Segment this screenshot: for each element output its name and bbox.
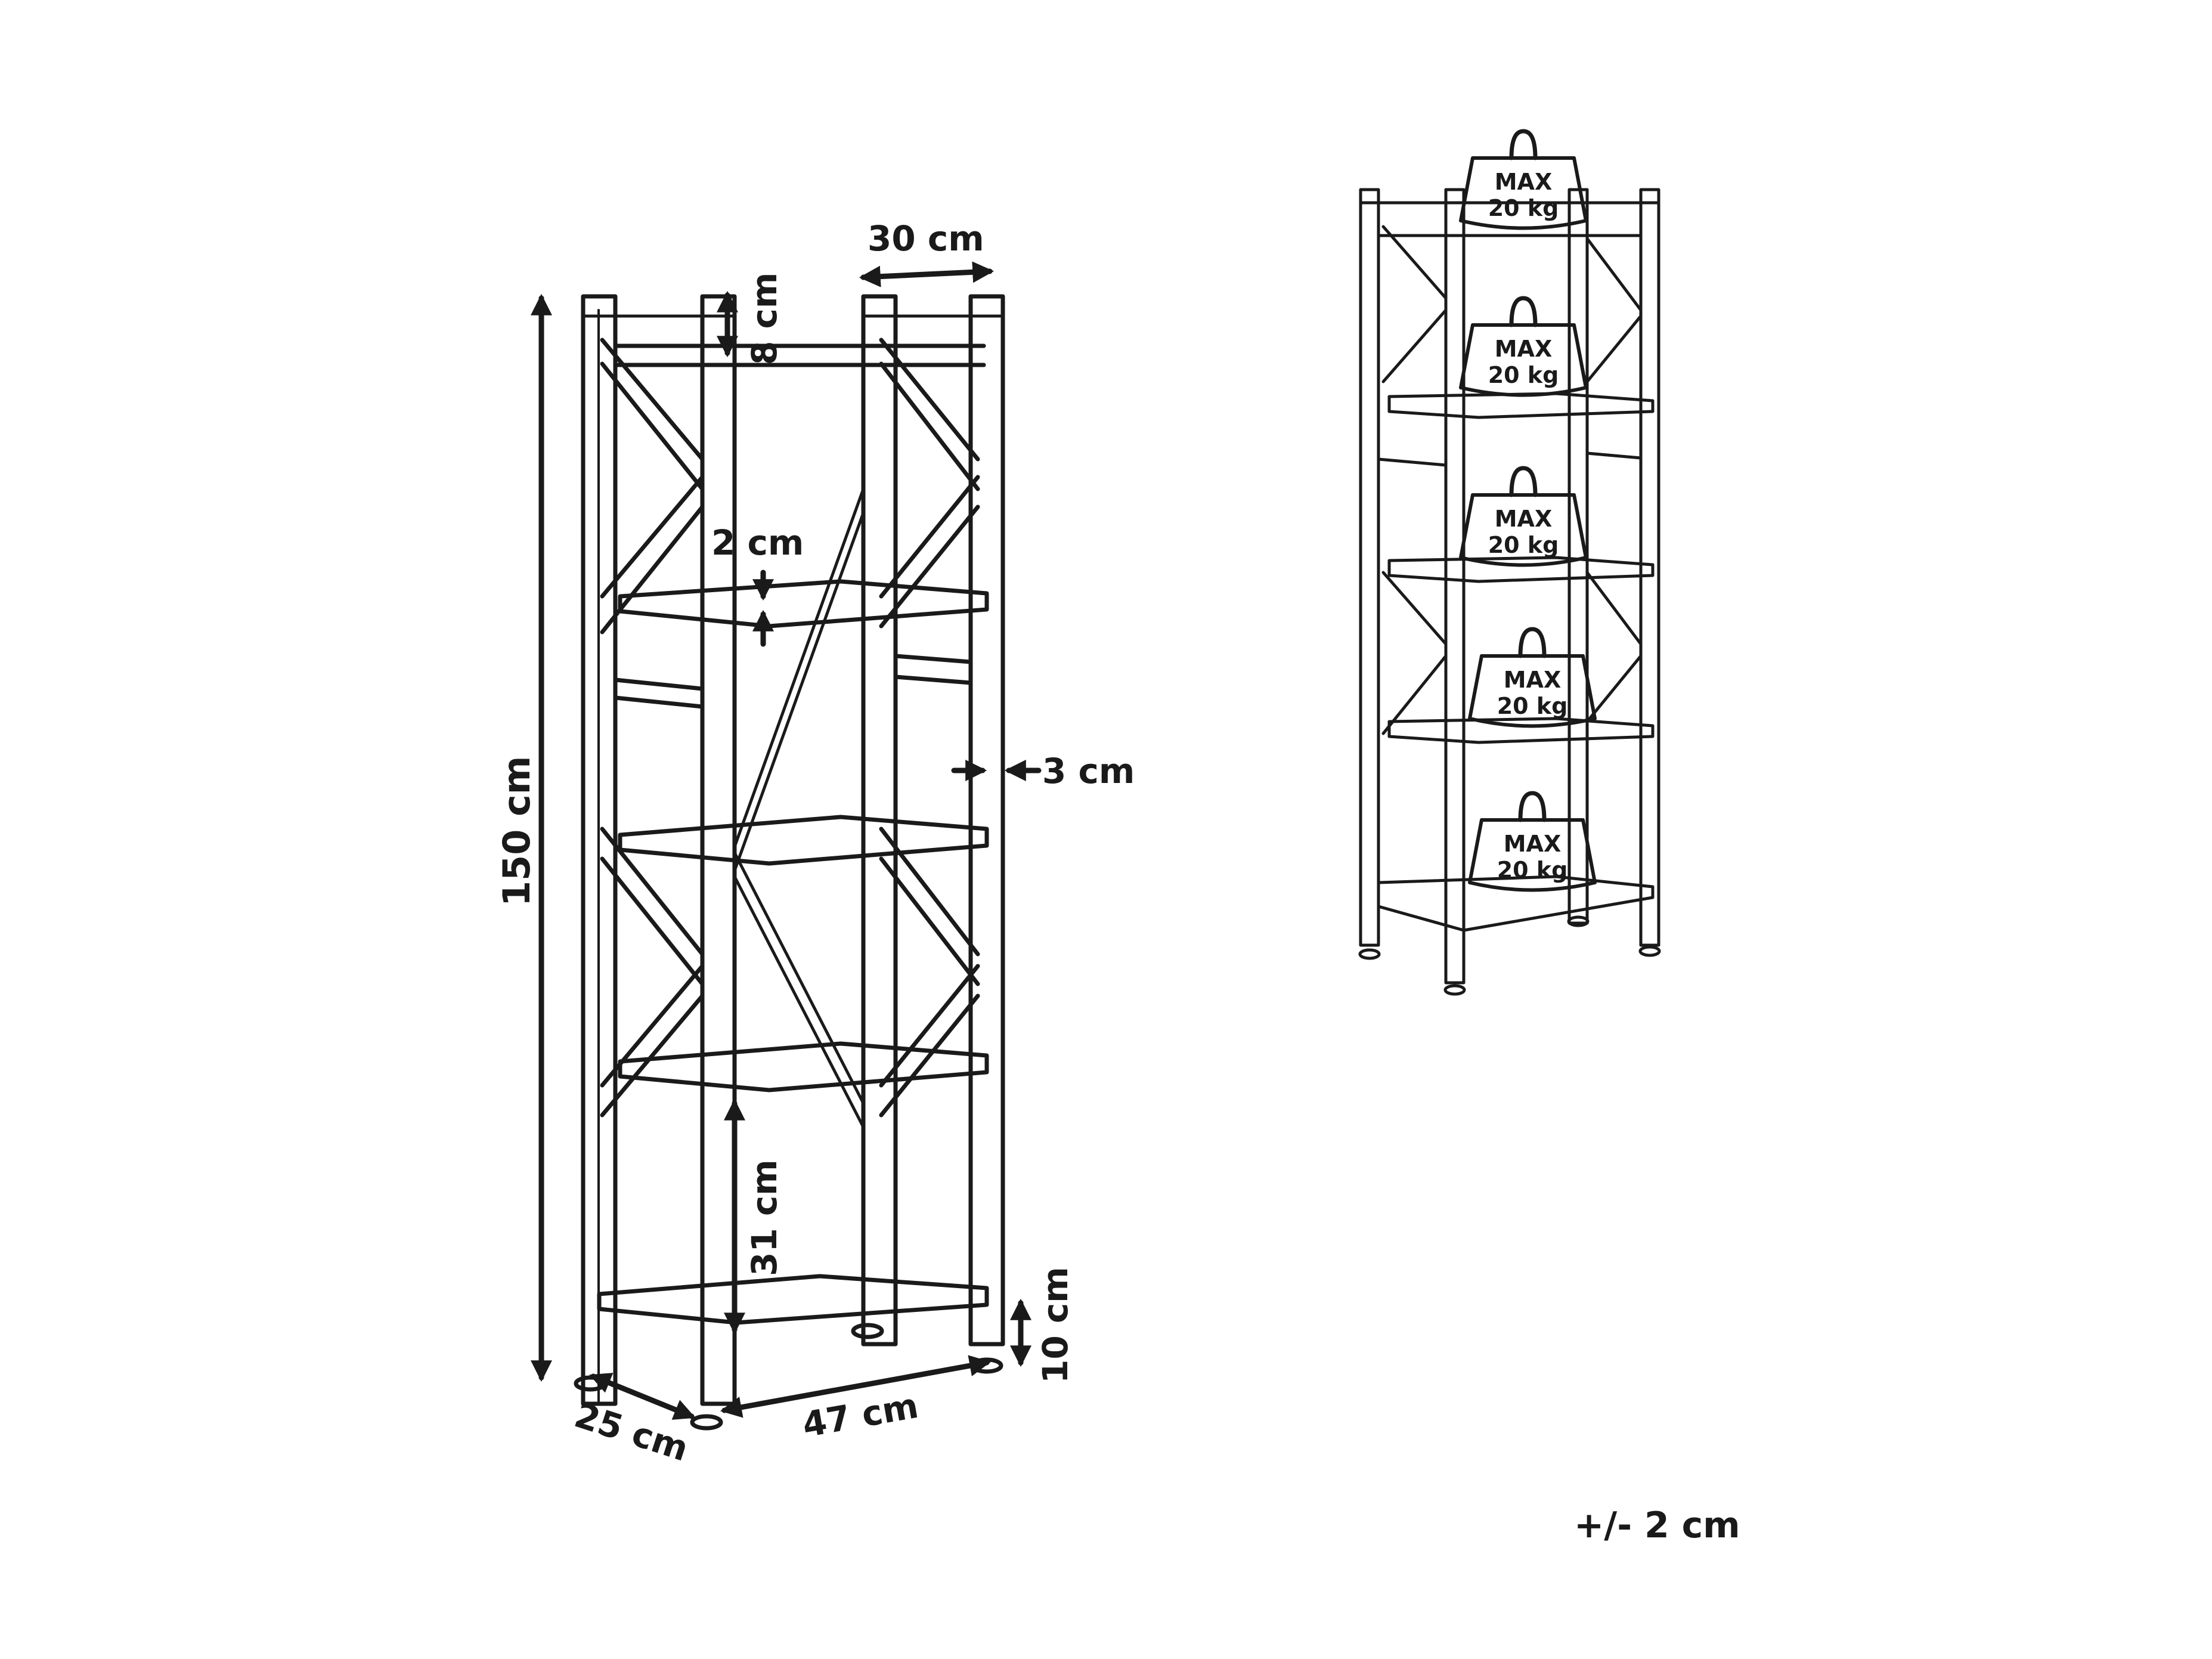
load-shelf-drawing [1358,188,1661,996]
depth-arrow [589,1373,696,1420]
dimension-arrows [531,261,1042,1420]
weight-1-line1: MAX [1495,169,1553,195]
weight-4-line1: MAX [1504,667,1562,693]
weight-3-line2: 20 kg [1488,532,1559,558]
weight-5-line1: MAX [1504,831,1562,857]
shelf-2 [618,815,989,866]
weight-2: MAX 20 kg [1459,296,1588,397]
back-right-post [968,294,1005,1347]
shelf-spacing-label: 31 cm [744,1159,785,1276]
dimensioned-shelf-drawing [574,294,1005,1431]
weight-4: MAX 20 kg [1468,627,1597,728]
top-gap-label: 8 cm [744,273,785,365]
front-right-post [700,294,737,1406]
shelf-3 [618,1041,989,1092]
depth-label: 25 cm [570,1395,693,1469]
weight-3-line1: MAX [1495,506,1553,532]
width-arrow [859,261,995,287]
shelf-1 [618,579,989,629]
tolerance-note: +/- 2 cm [1574,1505,1740,1546]
weight-3: MAX 20 kg [1459,466,1588,567]
weight-4-line2: 20 kg [1497,693,1568,719]
shelf-4 [597,1274,989,1325]
frame-thickness-label: 3 cm [1042,751,1135,791]
width-label: 30 cm [868,218,984,259]
shelf-thickness-label: 2 cm [711,522,804,563]
foot-height-label: 10 cm [1035,1267,1076,1383]
weight-5: MAX 20 kg [1468,791,1597,892]
weight-5-line2: 20 kg [1497,857,1568,883]
weight-1-line2: 20 kg [1488,195,1559,221]
length-arrow [720,1355,992,1418]
weight-2-line2: 20 kg [1488,362,1559,388]
weight-2-line1: MAX [1495,336,1553,362]
weight-1: MAX 20 kg [1459,129,1588,230]
height-label: 150 cm [495,756,538,906]
